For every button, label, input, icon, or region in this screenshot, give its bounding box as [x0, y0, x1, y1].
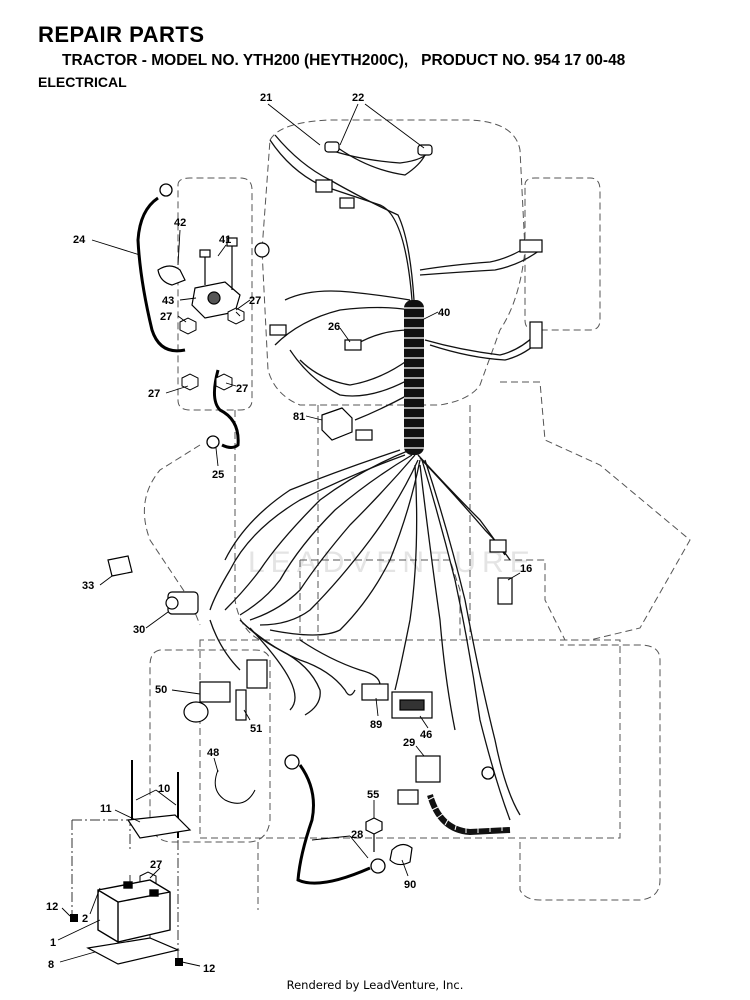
screws-12 — [70, 914, 183, 966]
ground-cable-24 — [136, 196, 186, 353]
callout-12: 12 — [203, 963, 215, 975]
callout-89: 89 — [370, 719, 382, 731]
callout-28: 28 — [351, 829, 363, 841]
callout-50: 50 — [155, 684, 167, 696]
callout-29: 29 — [403, 737, 415, 749]
callout-55: 55 — [367, 789, 379, 801]
cable-terminals — [159, 183, 495, 874]
bolt-55 — [365, 817, 383, 852]
relay-81 — [321, 407, 353, 441]
callout-90: 90 — [404, 879, 416, 891]
callout-48: 48 — [207, 747, 219, 759]
connectors — [254, 179, 543, 553]
loom-tube-ribs — [404, 307, 424, 449]
solenoid-43 — [191, 237, 241, 319]
callout-11: 11 — [100, 803, 112, 815]
callout-27: 27 — [160, 311, 172, 323]
coiled-loom-ribs — [427, 795, 503, 833]
callout-22: 22 — [352, 92, 364, 104]
callout-43: 43 — [162, 295, 174, 307]
callout-10: 10 — [158, 783, 170, 795]
battery-cables — [136, 196, 371, 885]
battery-tray-8 — [86, 937, 180, 965]
coiled-loom-tube — [427, 794, 511, 836]
callout-30: 30 — [133, 624, 145, 636]
headlights-22 — [324, 141, 433, 156]
callout-40: 40 — [438, 307, 450, 319]
callout-27: 27 — [148, 388, 160, 400]
callout-41: 41 — [219, 234, 231, 246]
ignition-switch-30 — [165, 591, 199, 615]
fuse-16 — [497, 577, 513, 605]
callout-81: 81 — [293, 411, 305, 423]
lamp-48 — [214, 769, 256, 804]
battery-hold-down-11 — [126, 814, 192, 839]
seat-switch-29 — [397, 755, 441, 805]
boot-42 — [157, 265, 186, 286]
callout-12: 12 — [46, 901, 58, 913]
cable-28 — [296, 764, 371, 885]
callout-26: 26 — [328, 321, 340, 333]
page-title: REPAIR PARTS — [38, 22, 205, 47]
leader-lines — [57, 103, 521, 967]
callout-8: 8 — [48, 959, 54, 971]
callout-25: 25 — [212, 469, 224, 481]
clip-33 — [107, 555, 133, 577]
callout-46: 46 — [420, 729, 432, 741]
callout-27: 27 — [249, 295, 261, 307]
model-subtitle: TRACTOR - MODEL NO. YTH200 (HEYTH200C), … — [62, 52, 626, 69]
section-label: ELECTRICAL — [38, 74, 127, 90]
callout-16: 16 — [520, 563, 532, 575]
module-51 — [235, 659, 268, 721]
render-credit: Rendered by LeadVenture, Inc. — [286, 978, 464, 992]
callout-42: 42 — [174, 217, 186, 229]
battery-1 — [97, 879, 171, 943]
callout-33: 33 — [82, 580, 94, 592]
callout-51: 51 — [250, 723, 262, 735]
boot-90 — [389, 843, 413, 866]
wire-harness — [209, 134, 541, 821]
callouts: 21 22 24 42 41 43 27 27 27 27 27 26 40 8… — [46, 92, 532, 975]
switch-50 — [183, 681, 231, 723]
callout-1: 1 — [50, 937, 56, 949]
callout-21: 21 — [260, 92, 272, 104]
hourmeter-46 — [361, 683, 433, 719]
callout-27: 27 — [236, 383, 248, 395]
callout-27: 27 — [150, 859, 162, 871]
cable-25 — [213, 369, 240, 449]
callout-24: 24 — [73, 234, 86, 246]
callout-2: 2 — [82, 913, 88, 925]
